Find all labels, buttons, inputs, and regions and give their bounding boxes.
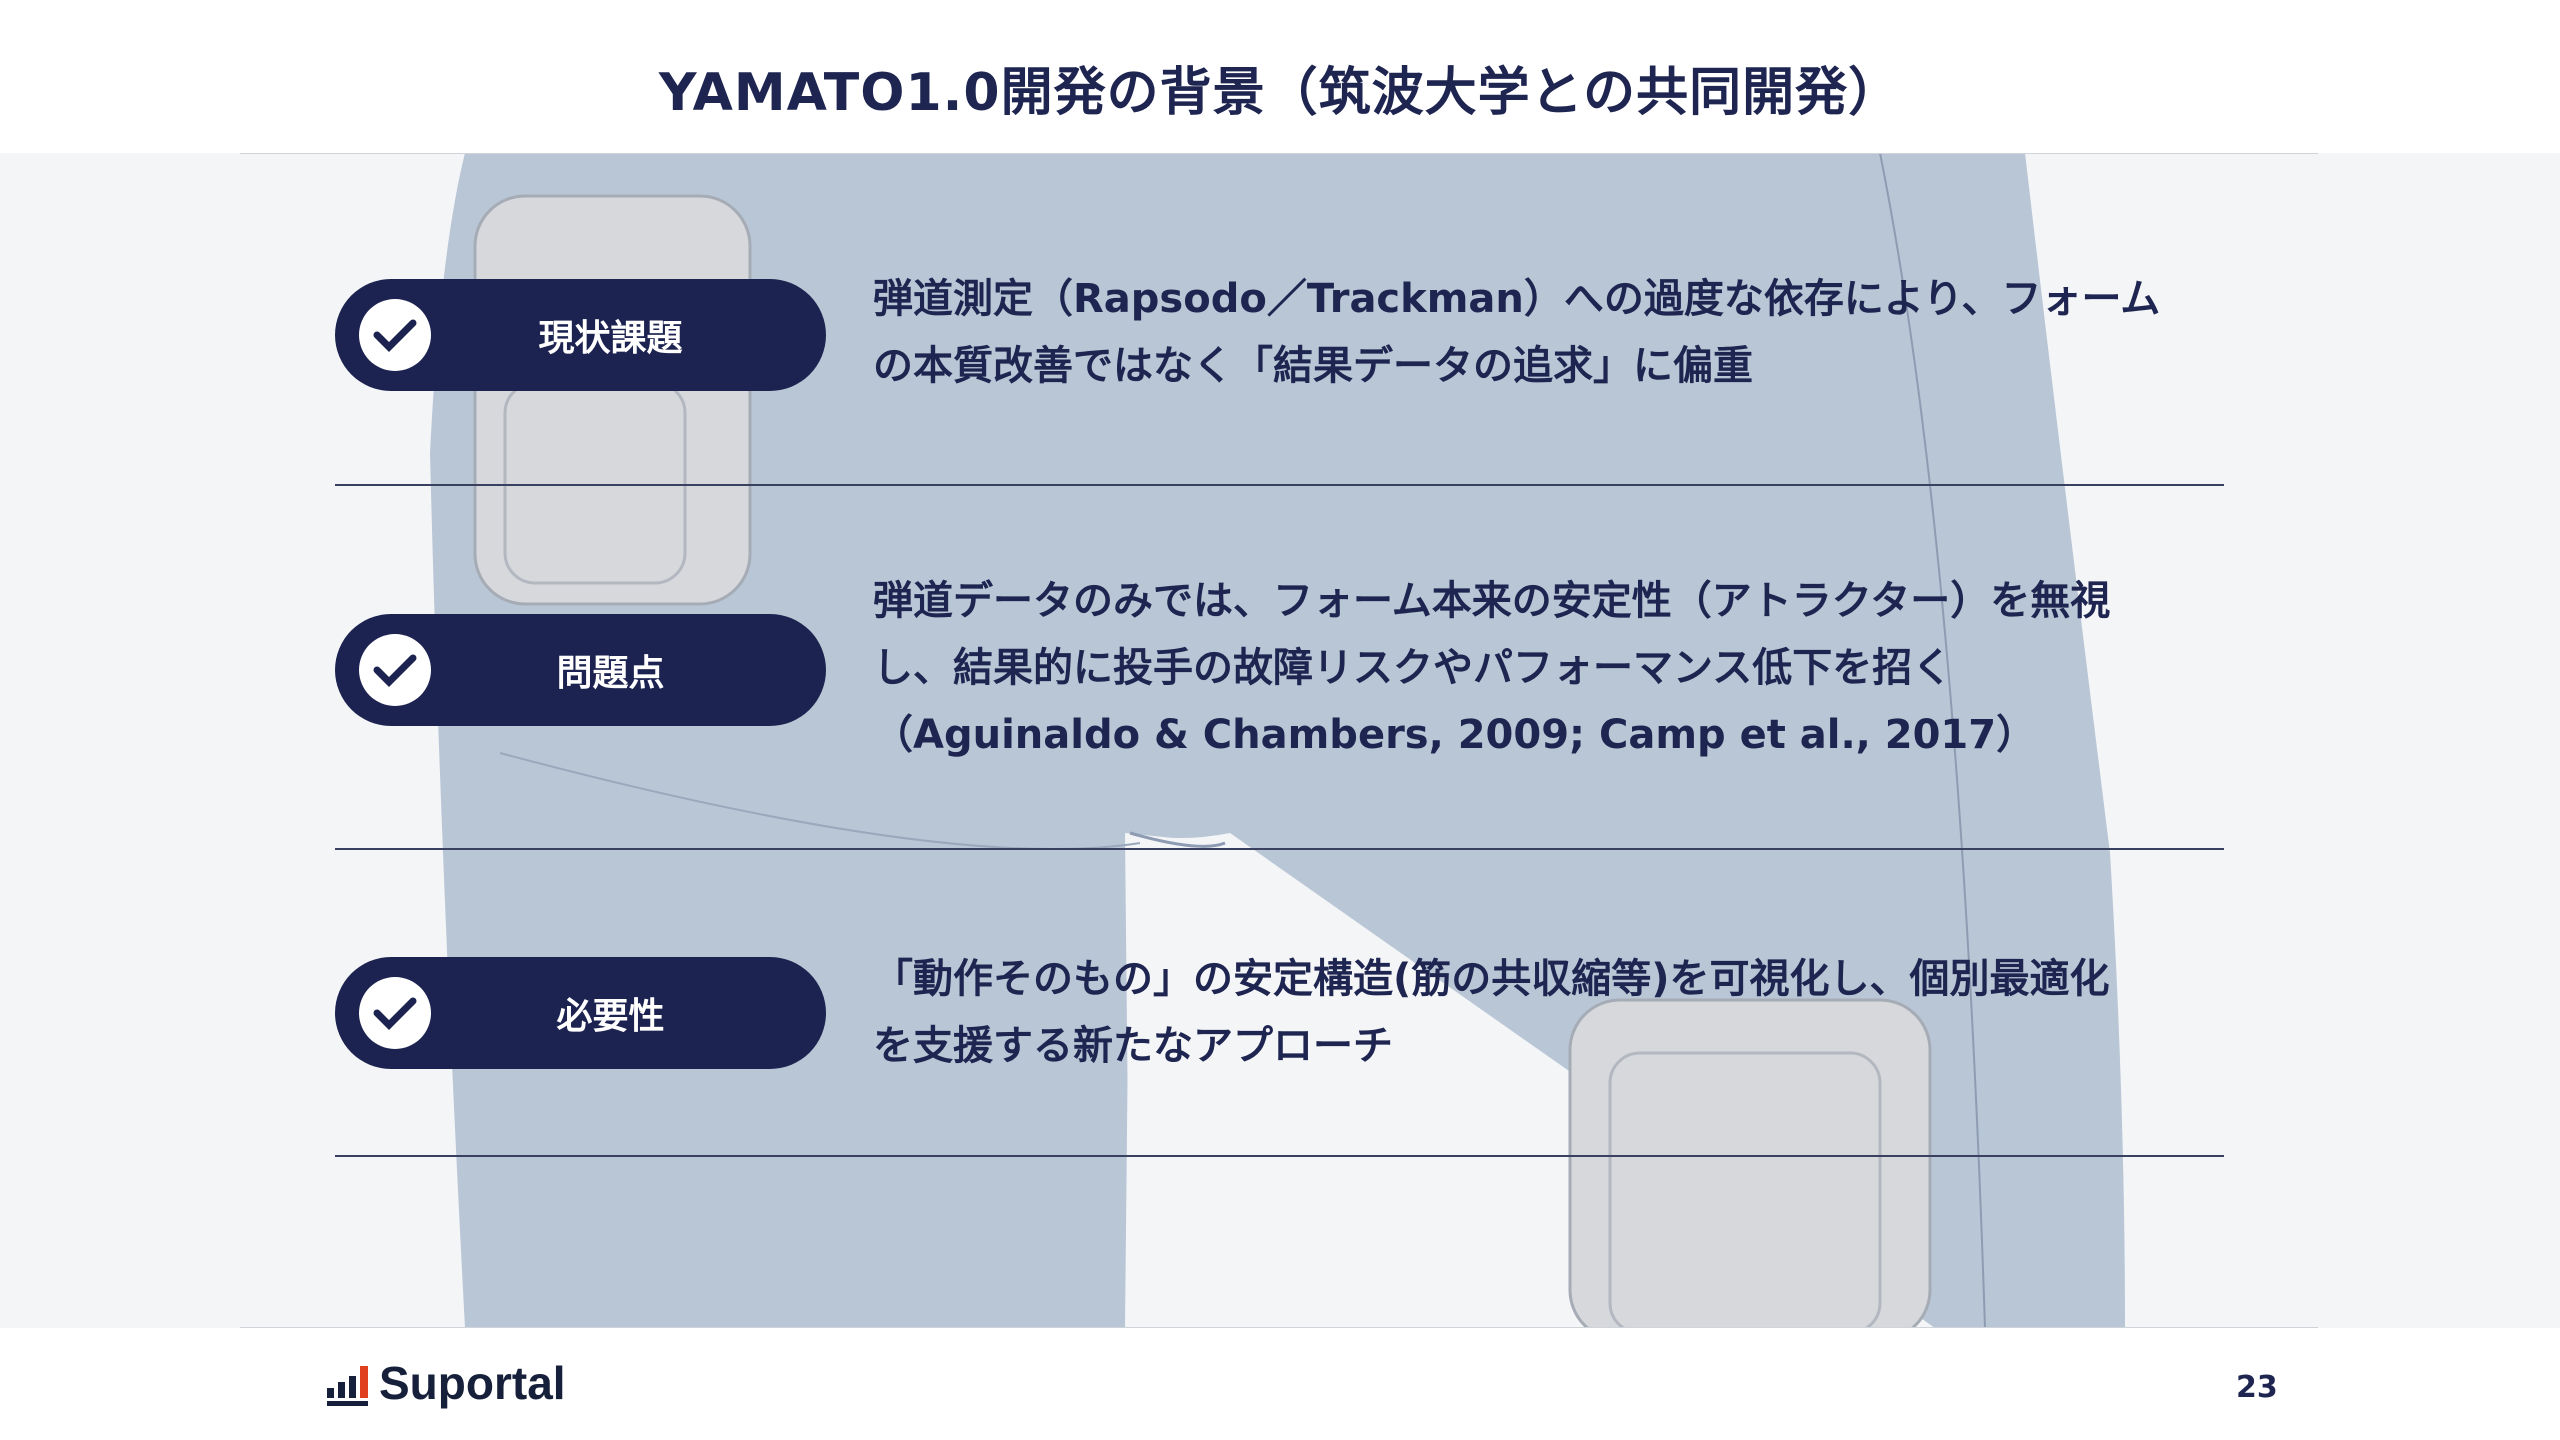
row-description: 弾道測定（Rapsodo／Trackman）への過度な依存により、フォーム の本… — [873, 266, 2160, 400]
desc-line: 「動作そのもの」の安定構造(筋の共収縮等)を可視化し、個別最適化 — [873, 956, 2110, 1002]
pill-necessity: 必要性 — [335, 957, 826, 1069]
desc-line: 弾道データのみでは、フォーム本来の安定性（アトラクター）を無視 — [873, 578, 2111, 624]
row-divider — [335, 484, 2224, 486]
footer-divider — [240, 1327, 2318, 1328]
check-icon — [359, 977, 431, 1049]
desc-line: を支援する新たなアプローチ — [873, 1023, 1393, 1069]
row-divider — [335, 848, 2224, 850]
slide-title: YAMATO1.0開発の背景（筑波大学との共同開発） — [658, 63, 1902, 123]
check-icon — [359, 299, 431, 371]
bar-chart-logo-icon — [327, 1366, 368, 1406]
pill-label: 現状課題 — [538, 318, 683, 359]
page-number: 23 — [2236, 1370, 2278, 1405]
check-icon — [359, 634, 431, 706]
pill-current-issue: 現状課題 — [335, 279, 826, 391]
row-divider — [335, 1155, 2224, 1157]
row-description: 弾道データのみでは、フォーム本来の安定性（アトラクター）を無視 し、結果的に投手… — [873, 568, 2110, 769]
logo-text: Suportal — [379, 1357, 566, 1409]
row-description: 「動作そのもの」の安定構造(筋の共収縮等)を可視化し、個別最適化 を支援する新た… — [873, 946, 2110, 1080]
desc-line: し、結果的に投手の故障リスクやパフォーマンス低下を招く — [873, 645, 1953, 691]
pill-label: 問題点 — [556, 653, 665, 694]
desc-line: 弾道測定（Rapsodo／Trackman）への過度な依存により、フォーム — [873, 276, 2161, 322]
suportal-logo: Suportal — [327, 1360, 566, 1406]
desc-line: （Aguinaldo & Chambers, 2009; Camp et al.… — [873, 712, 2037, 758]
content-area — [0, 153, 2560, 1328]
pill-problem: 問題点 — [335, 614, 826, 726]
pill-label: 必要性 — [556, 996, 665, 1037]
header-divider — [240, 153, 2318, 154]
desc-line: の本質改善ではなく「結果データの追求」に偏重 — [873, 343, 1753, 389]
